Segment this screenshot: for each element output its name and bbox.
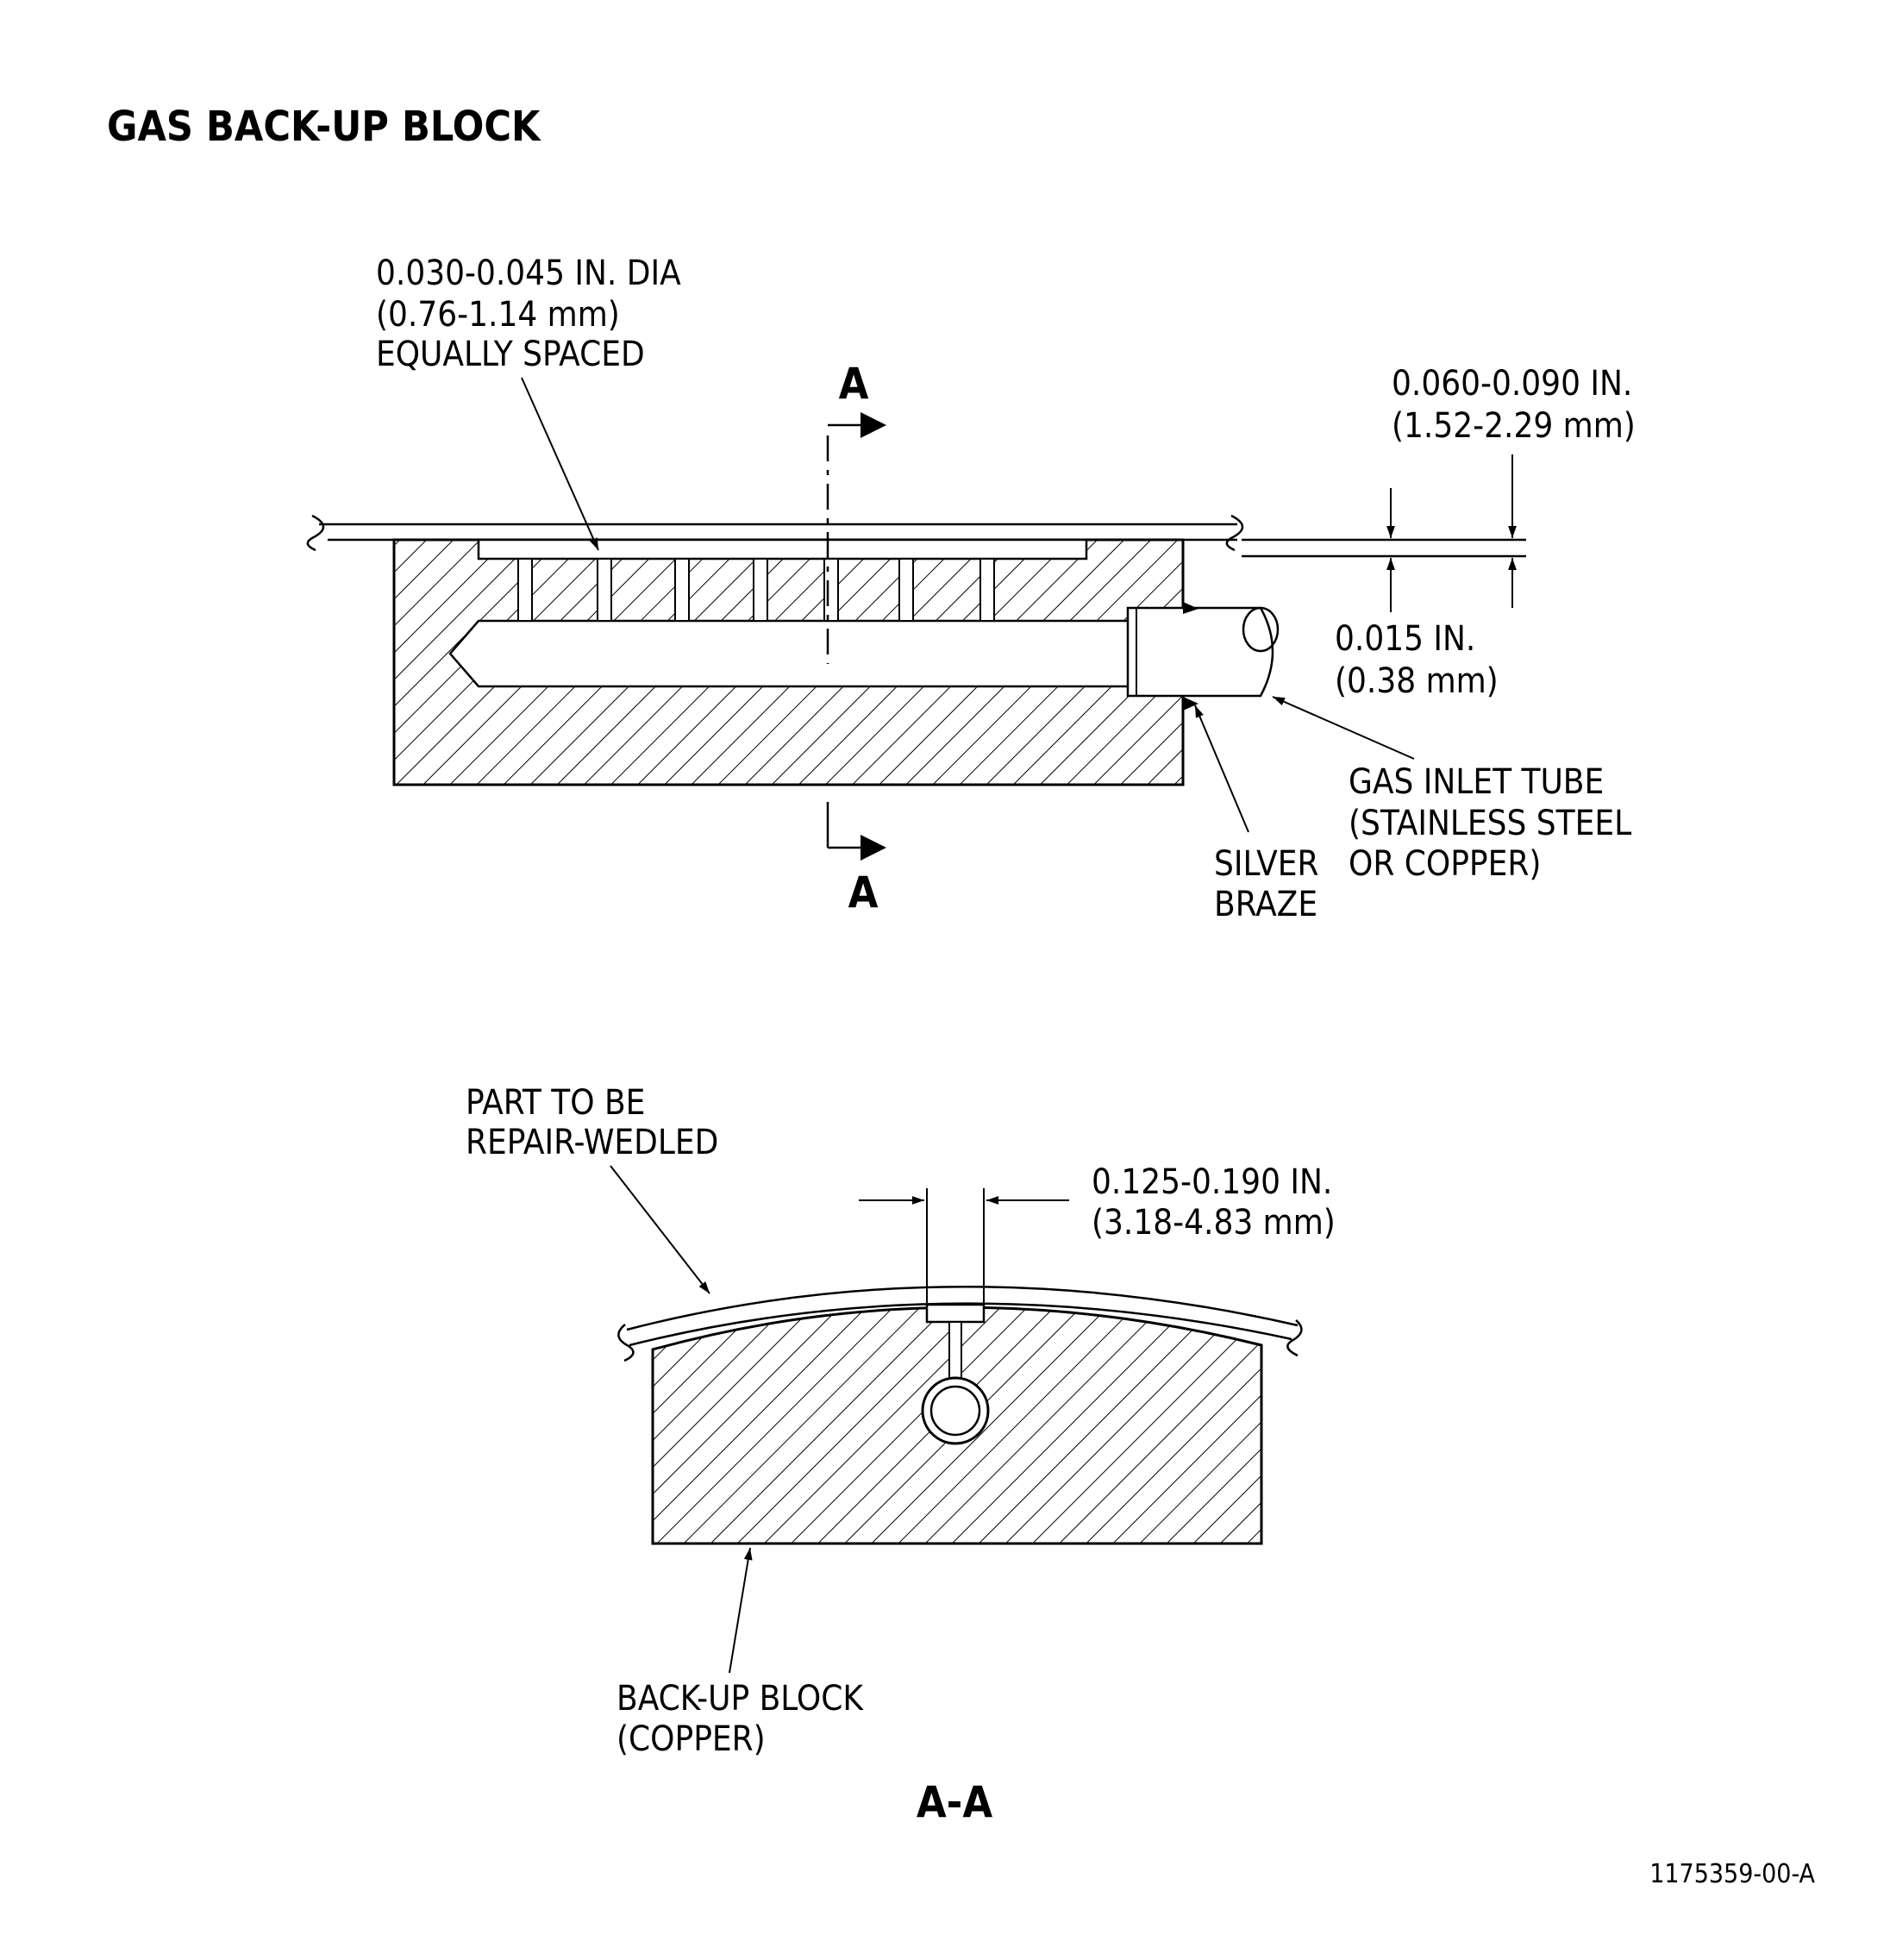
part-line1: PART TO BE (466, 1083, 645, 1123)
sheet-dim-line1: 0.015 IN. (1335, 619, 1475, 659)
holes-note-line2: (0.76-1.14 mm) (376, 295, 620, 335)
section-cut-line (826, 412, 886, 861)
block-note: BACK-UP BLOCK (COPPER) (616, 1547, 864, 1759)
gas-holes (517, 558, 995, 622)
braze-line1: SILVER (1214, 844, 1318, 884)
section-view (617, 1285, 1303, 1545)
inlet-tube-line3: OR COPPER) (1349, 844, 1541, 884)
inlet-tube-line2: (STAINLESS STEEL (1349, 804, 1631, 843)
groove (477, 538, 1088, 560)
braze-note: SILVER BRAZE (1194, 704, 1318, 924)
sheet-dimension: 0.015 IN. (0.38 mm) (1335, 488, 1499, 701)
holes-note-line1: 0.030-0.045 IN. DIA (376, 254, 681, 293)
groove-dim-line1: 0.125-0.190 IN. (1092, 1162, 1332, 1202)
block-line1: BACK-UP BLOCK (616, 1679, 864, 1719)
doc-number: 1175359-00-A (1649, 1859, 1815, 1889)
sheet-dim-line2: (0.38 mm) (1335, 661, 1499, 701)
side-view: A A (306, 359, 1526, 917)
braze-line2: BRAZE (1214, 885, 1317, 924)
block-line2: (COPPER) (616, 1719, 766, 1759)
groove-dimension: 0.125-0.190 IN. (3.18-4.83 mm) (859, 1162, 1336, 1303)
holes-note-line3: EQUALLY SPACED (376, 335, 645, 374)
section-marker-top: A (839, 359, 869, 409)
gap-dim-line2: (1.52-2.29 mm) (1392, 406, 1636, 446)
section-marker-bottom: A (848, 867, 879, 917)
gas-inlet-tube (1126, 602, 1280, 711)
holes-note: 0.030-0.045 IN. DIA (0.76-1.14 mm) EQUAL… (376, 254, 681, 551)
title: GAS BACK-UP BLOCK (107, 103, 541, 151)
section-title: A-A (917, 1777, 992, 1827)
inlet-tube-note: GAS INLET TUBE (STAINLESS STEEL OR COPPE… (1272, 696, 1631, 884)
gas-channel (448, 619, 1185, 688)
gap-dimension: 0.060-0.090 IN. (1.52-2.29 mm) (1392, 364, 1636, 608)
part-note: PART TO BE REPAIR-WEDLED (466, 1083, 718, 1294)
inlet-tube-line1: GAS INLET TUBE (1349, 762, 1604, 802)
gap-dim-line1: 0.060-0.090 IN. (1392, 364, 1632, 404)
part-line2: REPAIR-WEDLED (466, 1123, 718, 1162)
groove-dim-line2: (3.18-4.83 mm) (1092, 1203, 1336, 1243)
